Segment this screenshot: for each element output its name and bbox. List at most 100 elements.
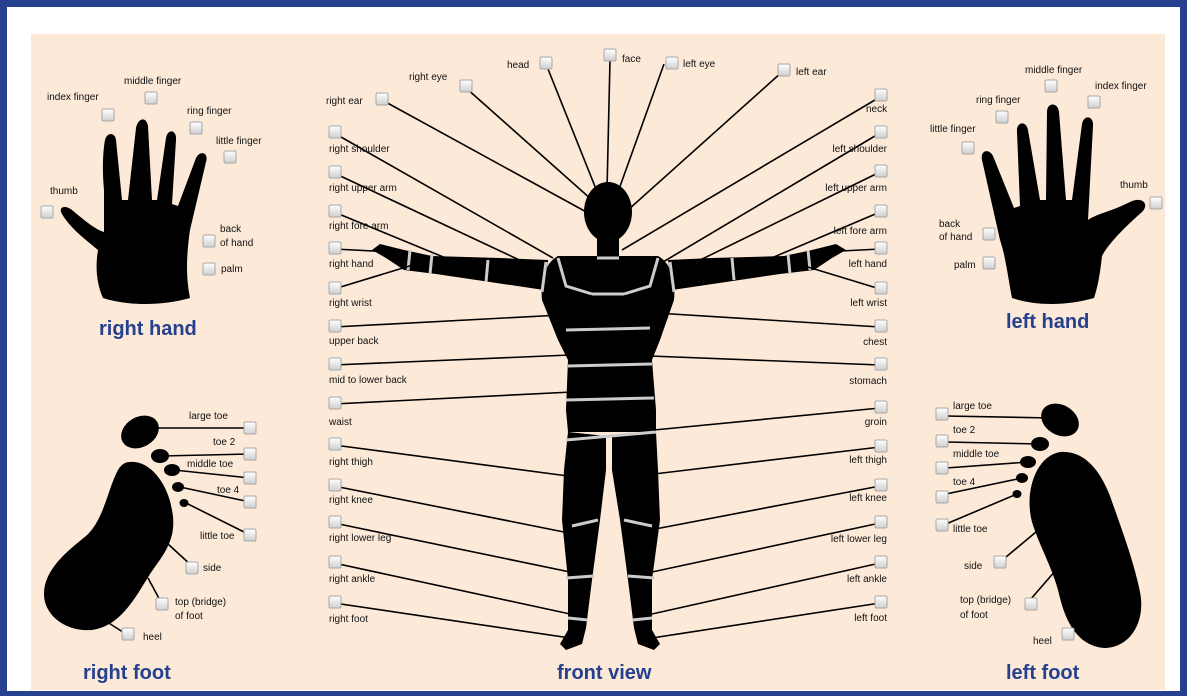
checkbox-left-hand-thumb[interactable] xyxy=(1150,197,1162,209)
checkbox-waist[interactable] xyxy=(329,397,341,409)
right-foot-title: right foot xyxy=(83,662,171,685)
checkbox-left-thigh[interactable] xyxy=(875,440,887,452)
checkbox-left-foot-toe-4[interactable] xyxy=(936,491,948,503)
label-right-hand-middle-finger: middle finger xyxy=(124,76,181,88)
checkbox-right-hand-thumb[interactable] xyxy=(41,206,53,218)
checkbox-right-fore-arm[interactable] xyxy=(329,205,341,217)
left-hand-silhouette xyxy=(982,105,1146,305)
checkbox-left-hand-index-finger[interactable] xyxy=(1088,96,1100,108)
checkbox-left-foot-body[interactable] xyxy=(875,596,887,608)
checkbox-right-ear[interactable] xyxy=(376,93,388,105)
checkbox-right-lower-leg[interactable] xyxy=(329,516,341,528)
label-left-eye: left eye xyxy=(683,59,715,71)
label-right-hand-index-finger: index finger xyxy=(47,92,99,104)
checkbox-left-ankle[interactable] xyxy=(875,556,887,568)
checkbox-left-foot-heel[interactable] xyxy=(1062,628,1074,640)
label-right-hand-body: right hand xyxy=(329,259,373,271)
checkbox-right-ankle[interactable] xyxy=(329,556,341,568)
checkbox-right-hand-little-finger[interactable] xyxy=(224,151,236,163)
label-right-foot-top-bridge-line2: of foot xyxy=(175,611,203,623)
label-right-shoulder: right shoulder xyxy=(329,144,390,156)
checkbox-right-thigh[interactable] xyxy=(329,438,341,450)
right-hand-silhouette xyxy=(61,119,207,304)
checkbox-chest[interactable] xyxy=(875,320,887,332)
checkbox-left-foot-large-toe[interactable] xyxy=(936,408,948,420)
checkbox-right-foot-little-toe[interactable] xyxy=(244,529,256,541)
checkbox-right-hand-palm[interactable] xyxy=(203,263,215,275)
checkbox-right-knee[interactable] xyxy=(329,479,341,491)
checkbox-head[interactable] xyxy=(540,57,552,69)
checkbox-right-hand-index-finger[interactable] xyxy=(102,109,114,121)
label-right-upper-arm: right upper arm xyxy=(329,183,397,195)
checkbox-right-hand-back-of-hand[interactable] xyxy=(203,235,215,247)
checkbox-right-upper-arm[interactable] xyxy=(329,166,341,178)
label-head: head xyxy=(507,60,529,72)
checkbox-left-shoulder[interactable] xyxy=(875,126,887,138)
right-hand-title: right hand xyxy=(99,318,197,341)
checkbox-right-wrist[interactable] xyxy=(329,282,341,294)
checkbox-left-foot-top-bridge[interactable] xyxy=(1025,598,1037,610)
label-left-foot-top-bridge-line1: top (bridge) xyxy=(960,595,1011,607)
checkbox-left-upper-arm[interactable] xyxy=(875,165,887,177)
label-right-hand-thumb: thumb xyxy=(50,186,78,198)
checkbox-left-hand-back-of-hand[interactable] xyxy=(983,228,995,240)
checkbox-left-lower-leg[interactable] xyxy=(875,516,887,528)
label-left-foot-little-toe: little toe xyxy=(953,524,987,536)
checkbox-right-foot-heel[interactable] xyxy=(122,628,134,640)
checkbox-right-foot-middle-toe[interactable] xyxy=(244,472,256,484)
checkbox-left-fore-arm[interactable] xyxy=(875,205,887,217)
checkbox-right-hand-middle-finger[interactable] xyxy=(145,92,157,104)
label-right-thigh: right thigh xyxy=(329,457,373,469)
checkbox-right-foot-side[interactable] xyxy=(186,562,198,574)
label-left-foot-top-bridge-line2: of foot xyxy=(960,610,988,622)
checkbox-left-foot-middle-toe[interactable] xyxy=(936,462,948,474)
label-face: face xyxy=(622,54,641,66)
label-left-foot-middle-toe: middle toe xyxy=(953,449,999,461)
checkbox-left-hand-body[interactable] xyxy=(875,242,887,254)
label-right-foot-toe-4: toe 4 xyxy=(217,485,239,497)
label-right-eye: right eye xyxy=(409,72,447,84)
label-right-foot-heel: heel xyxy=(143,632,162,644)
checkbox-neck[interactable] xyxy=(875,89,887,101)
label-left-upper-arm: left upper arm xyxy=(825,183,887,195)
checkbox-left-eye[interactable] xyxy=(666,57,678,69)
checkbox-left-hand-ring-finger[interactable] xyxy=(996,111,1008,123)
label-left-wrist: left wrist xyxy=(850,298,887,310)
label-right-ear: right ear xyxy=(326,96,363,108)
checkbox-left-hand-little-finger[interactable] xyxy=(962,142,974,154)
checkbox-right-foot-body[interactable] xyxy=(329,596,341,608)
checkbox-right-eye[interactable] xyxy=(460,80,472,92)
right-foot-silhouette xyxy=(44,409,189,630)
label-left-fore-arm: left fore arm xyxy=(834,226,887,238)
checkbox-right-hand-ring-finger[interactable] xyxy=(190,122,202,134)
checkbox-upper-back[interactable] xyxy=(329,320,341,332)
checkbox-left-foot-toe-2[interactable] xyxy=(936,435,948,447)
checkbox-left-foot-little-toe[interactable] xyxy=(936,519,948,531)
left-hand-title: left hand xyxy=(1006,311,1089,334)
checkbox-left-ear[interactable] xyxy=(778,64,790,76)
label-right-hand-back-of-hand-line1: back xyxy=(220,224,241,236)
label-left-hand-thumb: thumb xyxy=(1120,180,1148,192)
checkbox-left-foot-side[interactable] xyxy=(994,556,1006,568)
checkbox-left-knee[interactable] xyxy=(875,479,887,491)
label-left-thigh: left thigh xyxy=(849,455,887,467)
checkbox-right-foot-top-bridge[interactable] xyxy=(156,598,168,610)
checkbox-left-wrist[interactable] xyxy=(875,282,887,294)
checkbox-right-shoulder[interactable] xyxy=(329,126,341,138)
checkbox-left-hand-middle-finger[interactable] xyxy=(1045,80,1057,92)
checkbox-right-hand-body[interactable] xyxy=(329,242,341,254)
label-right-ankle: right ankle xyxy=(329,574,375,586)
checkbox-groin[interactable] xyxy=(875,401,887,413)
label-right-hand-ring-finger: ring finger xyxy=(187,106,231,118)
checkbox-right-foot-toe-4[interactable] xyxy=(244,496,256,508)
checkbox-right-foot-large-toe[interactable] xyxy=(244,422,256,434)
checkbox-face[interactable] xyxy=(604,49,616,61)
checkbox-stomach[interactable] xyxy=(875,358,887,370)
label-right-lower-leg: right lower leg xyxy=(329,533,391,545)
label-left-hand-back-of-hand-line2: of hand xyxy=(939,232,972,244)
label-right-foot-middle-toe: middle toe xyxy=(187,459,233,471)
checkbox-right-foot-toe-2[interactable] xyxy=(244,448,256,460)
checkbox-left-hand-palm[interactable] xyxy=(983,257,995,269)
checkbox-mid-to-lower-back[interactable] xyxy=(329,358,341,370)
label-right-foot-large-toe: large toe xyxy=(189,411,228,423)
